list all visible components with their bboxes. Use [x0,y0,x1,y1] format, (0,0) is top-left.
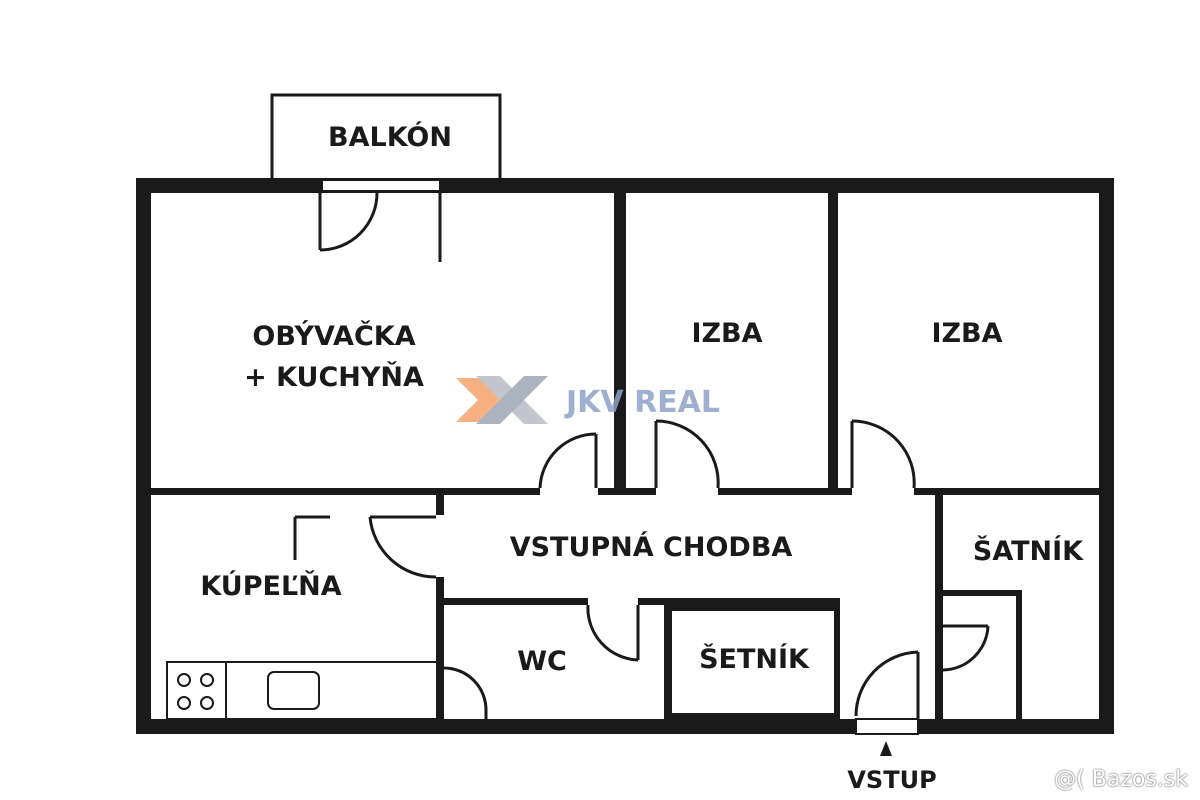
bathroom-door [293,515,437,579]
label-room1: IZBA [691,318,762,349]
room1-door [654,419,720,489]
label-balcony: BALKÓN [328,121,452,153]
watermark-logo-icon [456,376,548,424]
label-wardrobe: ŠATNÍK [973,535,1084,567]
label-room2: IZBA [931,318,1002,349]
source-credit: @( Bazos.sk [1054,767,1188,792]
door-openings [321,179,919,735]
entrance-arrow-icon [880,741,892,756]
label-entrance: VSTUP [847,766,936,794]
living-room-door [538,432,598,489]
stove-icon [177,673,214,710]
label-living-2: + KUCHYŇA [244,361,424,393]
label-bathroom: KÚPEĽŇA [200,570,341,602]
wc-door [586,604,640,662]
door-swings [293,192,990,719]
label-storage: ŠETNÍK [699,643,810,675]
label-wc: WC [517,646,567,677]
balcony-door [318,192,442,262]
room2-door [850,419,916,489]
watermark-text: JKV REAL [564,385,720,420]
label-hallway: VSTUPNÁ CHODBA [510,531,793,563]
entrance-door [854,650,920,719]
label-living-1: OBÝVAČKA [252,320,415,352]
sink-icon [267,671,320,710]
wc-inner-swing [443,666,488,719]
interior-walls [151,193,1099,719]
kitchen-counter [166,661,438,720]
closet-door [942,624,990,672]
